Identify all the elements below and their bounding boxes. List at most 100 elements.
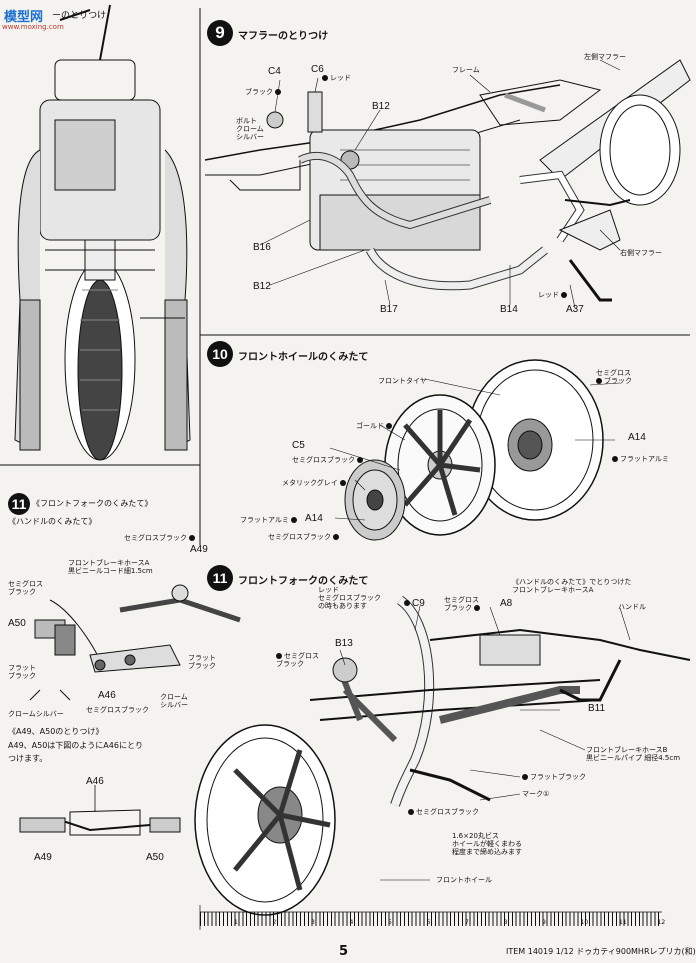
label-vinyl-cord: 黒ビニールコード細1.5cm [68, 567, 153, 575]
ruler-number: 1 [234, 919, 238, 926]
label-flat-2: フラット [188, 654, 216, 662]
label-a37: A37 [566, 304, 584, 315]
label-right-muffler: 右側マフラー [620, 249, 662, 257]
label-b13: B13 [335, 638, 353, 649]
label-c6: C6 [311, 64, 324, 75]
front-fork-drawing [194, 595, 691, 916]
label-semigloss-black: セミグロスブラック [86, 706, 149, 714]
step-11-title: フロントフォークのくみたて [238, 576, 369, 587]
label-vinyl-pipe: 黒ビニールパイプ 細径4.5cm [586, 754, 681, 762]
label-semigloss-black-top: セミグロスブラック [124, 534, 197, 542]
top-left-partial-title: ーのとりつけ [52, 11, 107, 21]
label-b11: B11 [588, 703, 606, 714]
label-front-wheel: フロントホイール [436, 876, 492, 884]
small-label-a50: A50 [146, 852, 164, 863]
label-handle-note: 《ハンドルのくみたて》でとりつけた [512, 578, 632, 586]
ruler-ticks [200, 912, 662, 926]
label-semigloss: セミグロス [596, 369, 631, 377]
label-semigloss: セミグロス [444, 596, 479, 604]
label-semigloss-black: セミグロスブラック [292, 456, 365, 464]
ruler-number: 5 [388, 919, 392, 926]
label-front-tire: フロントタイヤ [378, 377, 427, 385]
label-chrome: クローム [160, 693, 188, 701]
label-silver: シルバー [236, 133, 264, 141]
label-red: レッド [318, 586, 339, 594]
label-c5: C5 [292, 440, 305, 451]
note-title: 《A49、A50のとりつけ》 [8, 727, 104, 736]
label-metallic-gray: メタリックグレイ [282, 479, 348, 487]
label-red: レッド [322, 74, 351, 82]
label-semigloss-black-2: セミグロスブラック [268, 533, 341, 541]
label-bolt: ボルト [236, 117, 257, 125]
ruler-number: 2 [272, 919, 277, 926]
left-handle-title: 《ハンドルのくみたて》 [8, 517, 97, 526]
label-a49: A49 [190, 544, 208, 555]
label-a14-right: A14 [628, 432, 646, 443]
note-line-1: A49、A50は下図のようにA46にとり [8, 741, 143, 750]
front-wheel-drawing [344, 359, 604, 541]
label-chrome-silver: クロームシルバー [8, 710, 64, 718]
step-10-title: フロントホイールのくみたて [238, 352, 369, 363]
note-line-2: つけます。 [8, 754, 48, 763]
label-a14-left: A14 [305, 513, 323, 524]
label-brake-hose-b: フロントブレーキホースB [586, 746, 668, 754]
label-handle: ハンドル [618, 603, 646, 611]
step-10-badge: 10 [207, 341, 233, 367]
label-flat-alu: フラットアルミ [240, 516, 299, 524]
ruler-number: 11 [619, 919, 627, 926]
ruler-number: 8 [503, 919, 508, 926]
label-flat-alu-2: フラットアルミ [612, 455, 669, 463]
label-semigloss-black-note-1: セミグロスブラック [318, 594, 381, 602]
ruler-number: 3 [311, 919, 315, 926]
step-9-badge: 9 [207, 20, 233, 46]
handle-assembly-drawing [19, 584, 241, 836]
label-c4: C4 [268, 66, 281, 77]
label-red-2: レッド [538, 291, 569, 299]
left-sub-title: 《フロントフォークのくみたて》 [32, 499, 153, 508]
label-semigloss-black-note-2: の時もあります [318, 602, 367, 610]
label-brake-hose-a: フロントブレーキホースA [512, 586, 594, 594]
small-label-a46: A46 [86, 776, 104, 787]
label-gold: ゴールド [356, 422, 394, 430]
label-black-2: ブラック [8, 672, 36, 680]
ruler-number: 6 [426, 919, 431, 926]
label-screw-2: ホイールが軽くまわる [452, 840, 522, 848]
label-semigloss: セミグロス [8, 580, 43, 588]
label-a46: A46 [98, 690, 116, 701]
label-black-3: ブラック [188, 662, 216, 670]
step-11-badge: 11 [207, 565, 233, 591]
label-b17: B17 [380, 304, 398, 315]
watermark-logo: 模型网 [4, 10, 44, 25]
label-mark: マーク① [522, 790, 550, 798]
muffler-assembly-drawing [204, 59, 691, 302]
page-number: 5 [339, 944, 349, 959]
left-step-11-badge: 11 [8, 493, 30, 515]
ruler-number: 9 [542, 919, 546, 926]
label-frame: フレーム [452, 66, 480, 74]
label-silver: シルバー [160, 701, 188, 709]
label-hose-a: フロントブレーキホースA [68, 559, 150, 567]
label-semigloss-2: セミグロス [276, 652, 319, 660]
step-9-title: マフラーのとりつけ [238, 31, 329, 42]
ruler-number: 10 [580, 919, 589, 926]
label-b16: B16 [253, 242, 271, 253]
label-black: ブラック [245, 88, 283, 96]
ruler-number: 12 [657, 919, 666, 926]
motorcycle-front-view [14, 4, 191, 461]
label-a50: A50 [8, 618, 26, 629]
label-flat: フラット [8, 664, 36, 672]
label-screw-3: 程度まで締め込みます [452, 848, 522, 856]
watermark-url: www.moxing.com [2, 23, 64, 31]
small-label-a49: A49 [34, 852, 52, 863]
label-c9: C9 [404, 598, 425, 609]
label-b12-top: B12 [372, 101, 390, 112]
item-code: ITEM 14019 1/12 ドゥカティ900MHRレプリカ(和) [506, 947, 696, 956]
ruler-number: 4 [349, 919, 354, 926]
label-flat-black: フラットブラック [522, 773, 586, 781]
label-b14: B14 [500, 304, 518, 315]
label-black-2: ブラック [276, 660, 304, 668]
label-black: ブラック [444, 604, 482, 612]
label-black: ブラック [8, 588, 36, 596]
